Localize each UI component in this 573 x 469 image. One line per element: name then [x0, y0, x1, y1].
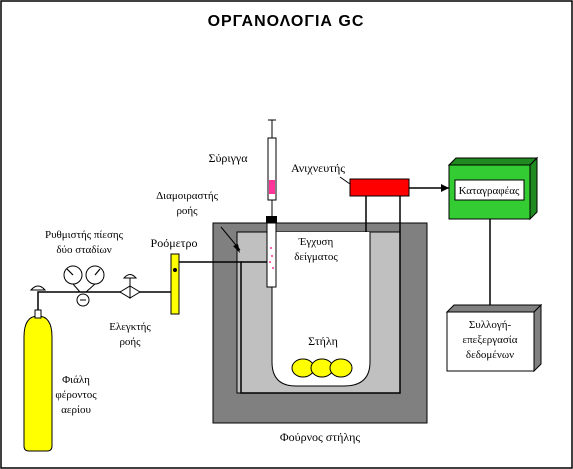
cylinder-label-2: φέροντος [55, 389, 97, 401]
injection-label-2: δείγματος [294, 251, 338, 263]
data-box-front [446, 311, 535, 372]
regulator-gauge-right-needle [94, 268, 101, 276]
data-label-2: επεξεργασία [462, 334, 517, 346]
recorder-label: Καταγραφέας [459, 185, 520, 197]
data-label-1: Συλλογή- [469, 319, 512, 331]
regulator-gauge-left-needle [66, 268, 74, 276]
injector-septum [266, 216, 277, 223]
cylinder-body [23, 315, 53, 452]
regulator-label-1: Ρυθμιστής πίεσης [45, 229, 124, 241]
detector-label: Ανιχνευτής [291, 161, 345, 175]
sample-dot [272, 267, 274, 269]
recorder-pointer-head [441, 184, 449, 192]
data-box-top [445, 304, 543, 313]
detector-pointer [339, 176, 351, 185]
data-label-3: δεδομένων [466, 349, 514, 361]
carrier-gas-cylinder [23, 285, 53, 452]
detector [349, 178, 410, 197]
sample-dot [269, 261, 271, 263]
splitter-label-1: Διαμοιραστής [156, 190, 219, 202]
column-inner-loop [271, 232, 371, 387]
gas-line-column [176, 190, 401, 394]
column-coil [291, 358, 353, 378]
injector-liner [266, 222, 277, 288]
valve-right-triangle [129, 285, 141, 299]
flow-controller-label-1: Ελεγκτής [109, 321, 151, 333]
diagram-title: ΟΡΓΑΝΟΛΟΓΙΑ GC [208, 13, 365, 30]
regulator-gauge-stems [72, 283, 96, 293]
recorder-display [454, 179, 525, 201]
column-coil-ring [329, 358, 353, 378]
flowmeter [170, 253, 180, 315]
regulator-label-2: δύο σταδίων [56, 244, 111, 256]
cylinder-label-3: αερίου [61, 404, 91, 416]
syringe-sample [269, 180, 275, 194]
syringe-label: Σύριγγα [208, 151, 248, 165]
recorder [447, 156, 539, 221]
sample-dot [270, 247, 272, 249]
flow-control-valve [119, 274, 141, 299]
data-box-side [533, 303, 542, 373]
syringe [267, 119, 277, 216]
data-processing-unit [445, 303, 543, 373]
sample-dot [271, 255, 273, 257]
cylinder-neck [34, 309, 42, 319]
flowmeter-float [173, 268, 177, 272]
valve-handle-icon [122, 274, 138, 279]
recorder-top [447, 157, 539, 166]
cylinder-valve [29, 285, 47, 291]
injection-port [266, 216, 277, 288]
splitter-label-2: ροής [176, 205, 198, 217]
column-label: Στήλη [308, 334, 338, 348]
splitter-pointer-head [233, 244, 240, 253]
flow-controller-label-2: ροής [119, 336, 141, 348]
flowmeter-label: Ροόμετρο [151, 236, 198, 250]
cylinder-label-1: Φιάλη [62, 374, 90, 386]
recorder-side [529, 156, 538, 221]
oven-label: Φούρνος στήλης [280, 430, 360, 444]
injection-label-1: Έγχυση [298, 236, 334, 248]
two-stage-regulator [63, 265, 105, 307]
flowmeter-tube [170, 253, 180, 315]
